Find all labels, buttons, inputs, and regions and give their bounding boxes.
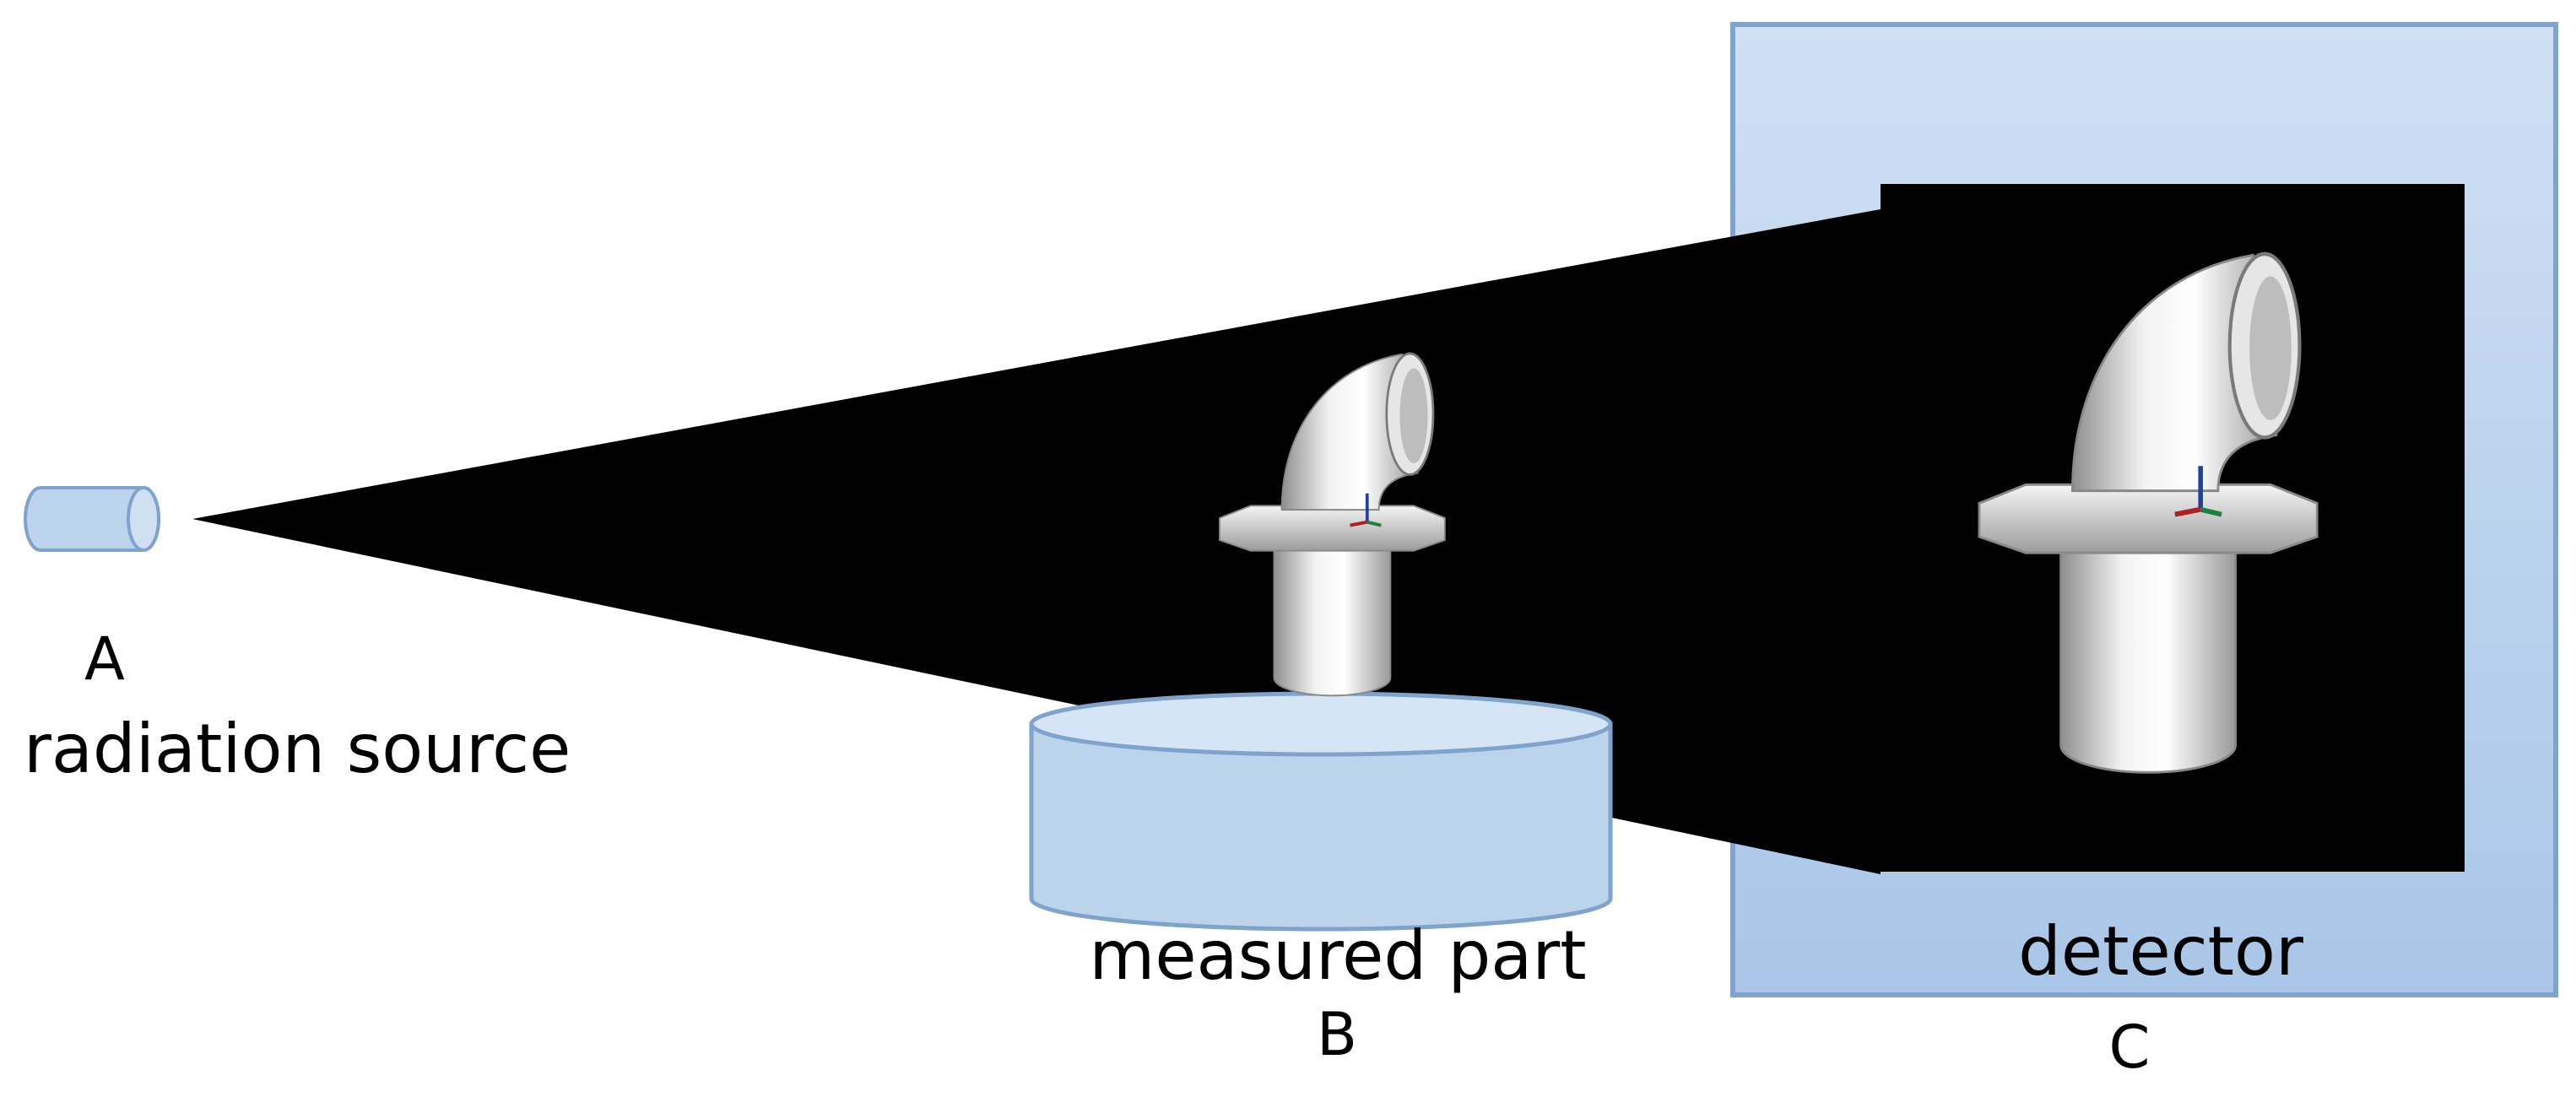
radiation-source-icon xyxy=(24,486,160,552)
rotary-table-icon xyxy=(1029,691,1613,932)
part-letter: B xyxy=(1317,1000,1357,1069)
source-letter: A xyxy=(84,624,125,694)
part-name: measured part xyxy=(1089,916,1586,995)
detector-name: detector xyxy=(2018,912,2303,991)
source-name: radiation source xyxy=(24,710,571,788)
detector-letter: C xyxy=(2109,1013,2151,1082)
